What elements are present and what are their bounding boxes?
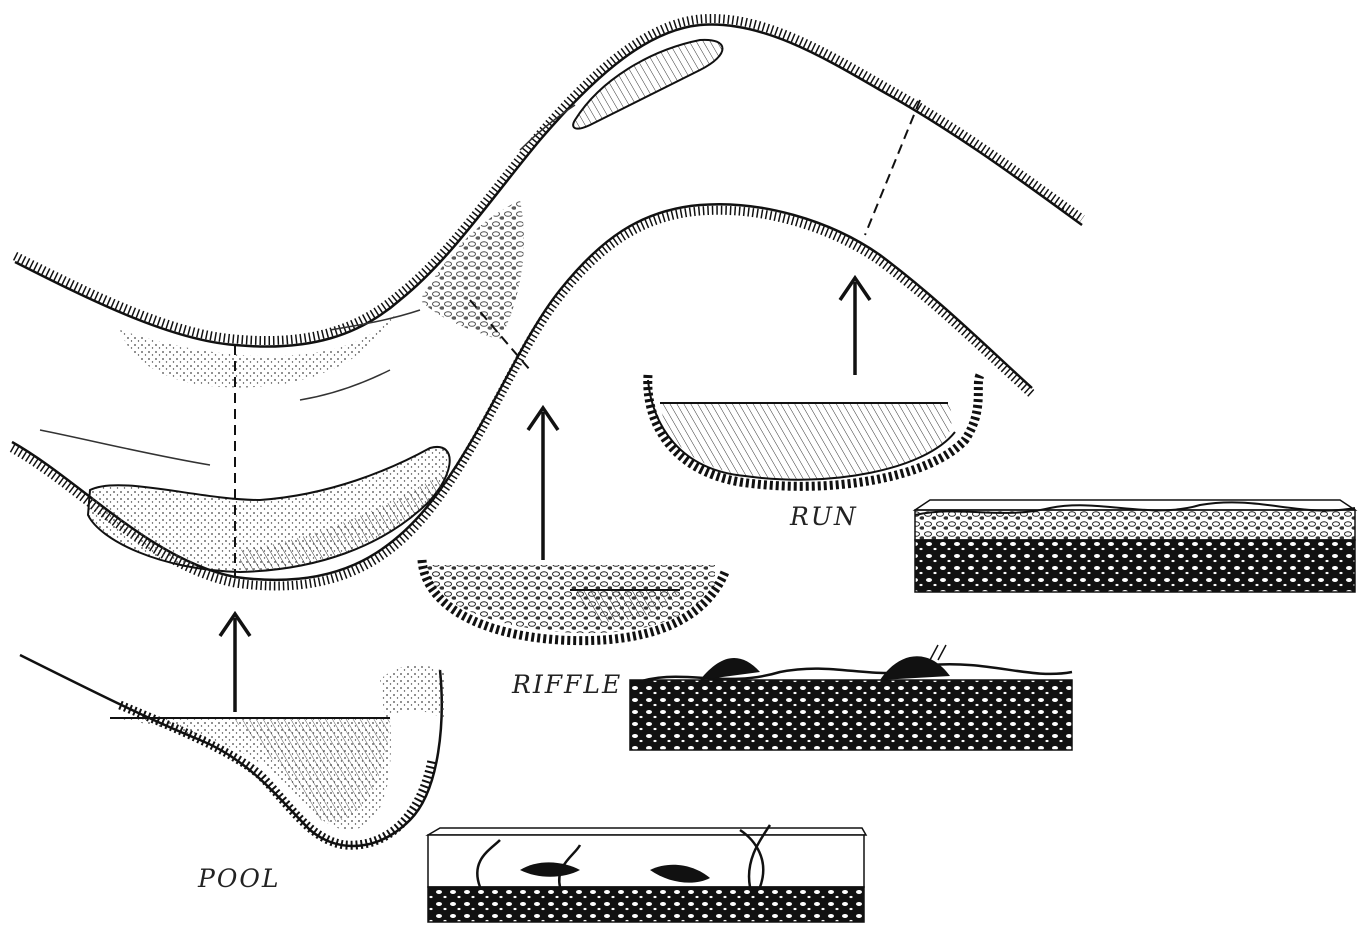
upper-point-bar [573,40,722,129]
pool-cross-section [20,655,445,846]
riffle-cross-section [422,560,725,641]
run-label: RUN [789,502,858,531]
riffle-label: RIFFLE [511,670,622,699]
run-arrow [840,278,870,375]
pool-arrow [220,614,250,712]
riffle-arrow [528,408,558,560]
riffle-substrate-block [630,645,1072,750]
riffle-gravel-area [420,200,524,340]
pool-label: POOL [197,864,280,893]
run-cross-section [648,375,980,486]
pool-substrate-block [428,825,866,922]
run-substrate-block [915,500,1355,592]
stream-plan-view [12,19,1082,586]
run-transect [865,100,920,235]
